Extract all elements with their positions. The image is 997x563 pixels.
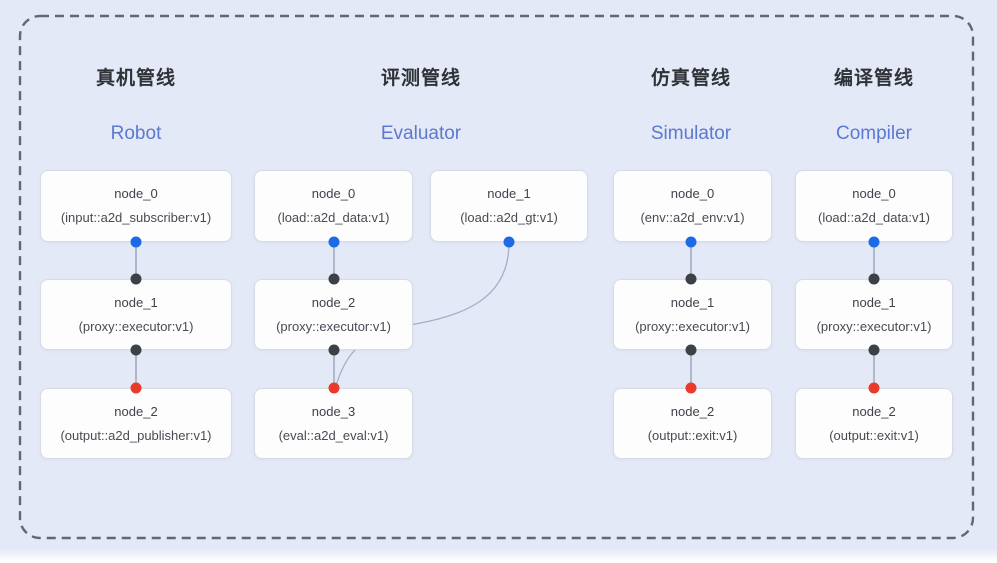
port-blue-dot [130, 236, 142, 248]
port-red-dot [130, 382, 142, 394]
node-type: (input::a2d_subscriber:v1) [60, 210, 212, 225]
bottom-fade [0, 549, 997, 563]
port-dark-dot [328, 344, 340, 356]
node-box-simulator-node_1: node_1(proxy::executor:v1) [613, 279, 772, 350]
node-name: node_1 [114, 294, 158, 310]
node-type: (load::a2d_data:v1) [277, 210, 390, 225]
pipeline-title-en-evaluator: Evaluator [380, 123, 462, 144]
port-dark-dot [868, 273, 880, 285]
node-name: node_2 [852, 403, 896, 419]
node-type: (env::a2d_env:v1) [640, 210, 745, 225]
pipeline-title-zh-simulator: 仿真管线 [650, 68, 731, 89]
node-box-evaluator-node_2: node_2(proxy::executor:v1) [254, 279, 413, 350]
node-box-robot-node_2: node_2(output::a2d_publisher:v1) [40, 388, 232, 459]
node-box-compiler-node_2: node_2(output::exit:v1) [795, 388, 953, 459]
node-name: node_0 [311, 186, 356, 201]
port-blue-dot [328, 236, 340, 248]
port-blue-dot [868, 236, 880, 248]
node-type: (proxy::executor:v1) [635, 318, 750, 334]
node-box-compiler-node_1: node_1(proxy::executor:v1) [795, 279, 953, 350]
port-red-dot [868, 382, 880, 394]
node-type: (proxy::executor:v1) [78, 318, 194, 334]
port-blue-dot [503, 236, 515, 248]
port-dark-dot [328, 273, 340, 285]
node-box-robot-node_0: node_0(input::a2d_subscriber:v1) [40, 170, 232, 242]
node-name: node_0 [114, 186, 158, 201]
port-dark-dot [130, 273, 142, 285]
pipeline-title-en-simulator: Simulator [650, 123, 732, 144]
node-type: (output::exit:v1) [829, 427, 919, 443]
node-box-evaluator-node_0: node_0(load::a2d_data:v1) [254, 170, 413, 242]
node-name: node_0 [852, 186, 896, 201]
node-box-simulator-node_0: node_0(env::a2d_env:v1) [613, 170, 772, 242]
node-type: (eval::a2d_eval:v1) [278, 427, 389, 443]
node-type: (output::exit:v1) [647, 427, 738, 443]
dashed-frame [18, 14, 975, 540]
port-red-dot [328, 382, 340, 394]
port-dark-dot [130, 344, 142, 356]
node-name: node_2 [114, 403, 158, 419]
node-name: node_0 [670, 186, 715, 201]
node-name: node_2 [311, 294, 356, 310]
node-type: (output::a2d_publisher:v1) [60, 427, 212, 443]
port-red-dot [685, 382, 697, 394]
node-name: node_1 [670, 294, 715, 310]
pipeline-title-zh-robot: 真机管线 [95, 68, 176, 89]
node-type: (load::a2d_data:v1) [817, 210, 931, 225]
node-type: (load::a2d_gt:v1) [460, 210, 558, 225]
node-name: node_1 [852, 294, 896, 310]
port-dark-dot [868, 344, 880, 356]
port-blue-dot [685, 236, 697, 248]
node-box-evaluator-node_1: node_1(load::a2d_gt:v1) [430, 170, 588, 242]
node-type: (proxy::executor:v1) [816, 318, 932, 334]
pipeline-title-zh-evaluator: 评测管线 [380, 68, 461, 89]
pipeline-title-en-compiler: Compiler [835, 123, 913, 144]
pipeline-title-zh-compiler: 编译管线 [833, 68, 914, 89]
node-box-compiler-node_0: node_0(load::a2d_data:v1) [795, 170, 953, 242]
node-box-simulator-node_2: node_2(output::exit:v1) [613, 388, 772, 459]
node-box-robot-node_1: node_1(proxy::executor:v1) [40, 279, 232, 350]
node-name: node_1 [487, 186, 531, 201]
node-type: (proxy::executor:v1) [276, 318, 391, 334]
node-name: node_3 [311, 403, 356, 419]
node-box-evaluator-node_3: node_3(eval::a2d_eval:v1) [254, 388, 413, 459]
node-name: node_2 [670, 403, 715, 419]
port-dark-dot [685, 273, 697, 285]
pipeline-title-en-robot: Robot [110, 123, 162, 144]
port-dark-dot [685, 344, 697, 356]
